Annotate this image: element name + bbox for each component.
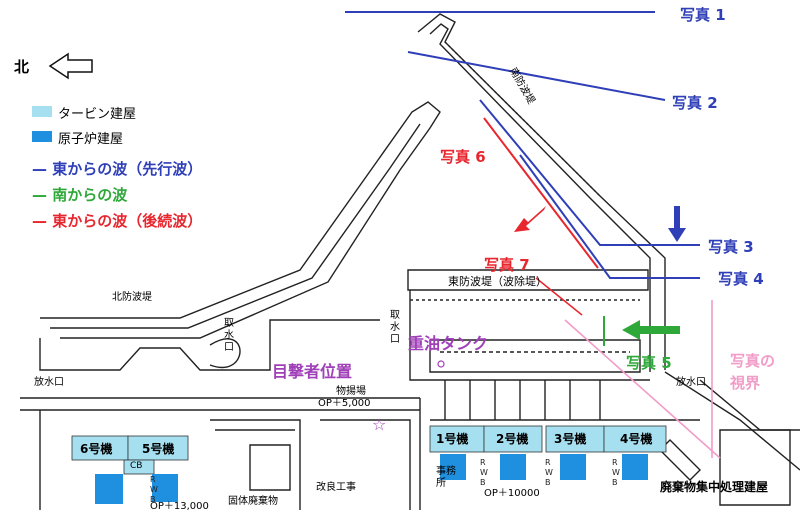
blue-arrow-icon <box>668 206 686 242</box>
photo7-label: 写真 7 <box>484 256 530 274</box>
office-label: 事務所 <box>436 466 456 489</box>
unit5-reactor <box>152 474 178 502</box>
photo3-label: 写真 3 <box>708 238 754 256</box>
rwb-label: W <box>612 468 620 477</box>
unit3-turbine <box>545 425 605 453</box>
photo6-line <box>483 117 599 269</box>
legend-wave-south: — 南からの波 <box>32 186 128 204</box>
unit4-label: 4号機 <box>620 432 653 446</box>
unit2-label: 2号機 <box>496 432 529 446</box>
rwb-label: R <box>150 475 156 484</box>
north-arrow-icon <box>48 52 93 80</box>
unit1-label: 1号機 <box>436 432 469 446</box>
photo4-line <box>519 154 700 279</box>
intake-label-left: 取水口 <box>224 318 234 353</box>
photo-lines <box>345 11 721 459</box>
unit3-reactor <box>560 454 586 480</box>
photo5-label: 写真 5 <box>626 354 672 372</box>
rwb-label: B <box>545 478 551 487</box>
outlet-label-right: 放水口 <box>676 377 706 388</box>
unit2-turbine <box>483 425 543 453</box>
cb-building <box>123 459 155 475</box>
north-breakwater-label: 北防波堤 <box>112 292 152 303</box>
outlet-label-left: 放水口 <box>34 377 64 388</box>
rwb-label: B <box>612 478 618 487</box>
green-arrow-icon <box>622 320 680 340</box>
improvement-office-label: 改良工事 <box>316 482 356 493</box>
view-limit-line <box>564 319 721 459</box>
unit6-label: 6号機 <box>80 442 113 456</box>
unit4-reactor <box>622 454 648 480</box>
red-arrow-icon <box>514 206 546 232</box>
photo2-label: 写真 2 <box>672 94 718 112</box>
legend-turbine-swatch <box>32 106 52 117</box>
rwb-label: W <box>150 485 158 494</box>
legend-wave-east-follow: — 東からの波（後続波） <box>32 212 203 230</box>
legend-turbine-label: タービン建屋 <box>58 107 137 122</box>
photo7-line <box>535 277 583 316</box>
unit6-turbine <box>71 435 129 461</box>
photo2-line <box>407 51 666 101</box>
oil-tank-label: 重油タンク <box>408 334 489 353</box>
rwb-label: R <box>545 458 551 467</box>
wave-arrows <box>48 52 686 340</box>
unit6-reactor <box>95 474 123 504</box>
east-breakwater-label: 東防波堤（波除堤） <box>448 275 547 288</box>
storage-label: 物揚場 <box>336 386 366 397</box>
op-level-1: OP＋5,000 <box>318 398 371 409</box>
photo6-label: 写真 6 <box>440 148 486 166</box>
op-level-2: OP＋10000 <box>484 488 540 499</box>
unit4-turbine <box>603 425 667 453</box>
view-limit-label-1: 写真の <box>730 352 776 370</box>
map-linework <box>20 13 800 510</box>
legend-reactor-label: 原子炉建屋 <box>58 132 124 147</box>
witness-star-icon: ☆ <box>372 415 386 434</box>
unit5-turbine <box>127 435 189 461</box>
cb-label: CB <box>130 461 143 471</box>
rwb-label: B <box>480 478 486 487</box>
rwb-label: R <box>480 458 486 467</box>
legend-wave-east-lead: — 東からの波（先行波） <box>32 160 203 178</box>
waste-bldg-label: 廃棄物集中処理建屋 <box>660 480 769 494</box>
rwb-label: B <box>150 495 156 504</box>
solid-waste-label: 固体廃棄物 <box>228 496 278 507</box>
unit-buildings: R W B R W B R W B R W B <box>71 360 667 504</box>
rwb-label: R <box>612 458 618 467</box>
witness-label: 目撃者位置 <box>272 362 353 381</box>
rwb-label: W <box>480 468 488 477</box>
intake-label-mid: 取水口 <box>390 310 400 345</box>
view-limit-label-2: 視界 <box>730 374 761 392</box>
rwb-label: W <box>545 468 553 477</box>
oil-tank-marker <box>437 360 445 368</box>
north-label: 北 <box>14 58 30 76</box>
unit1-turbine <box>429 425 485 453</box>
unit1-reactor <box>440 454 466 480</box>
unit3-label: 3号機 <box>554 432 587 446</box>
photo4-label: 写真 4 <box>718 270 764 288</box>
photo3-line <box>479 99 700 246</box>
unit2-reactor <box>500 454 526 480</box>
unit5-label: 5号機 <box>142 442 175 456</box>
op-level-3: OP＋13,000 <box>150 501 209 512</box>
photo1-label: 写真 1 <box>680 6 726 24</box>
legend-reactor-swatch <box>32 131 52 142</box>
